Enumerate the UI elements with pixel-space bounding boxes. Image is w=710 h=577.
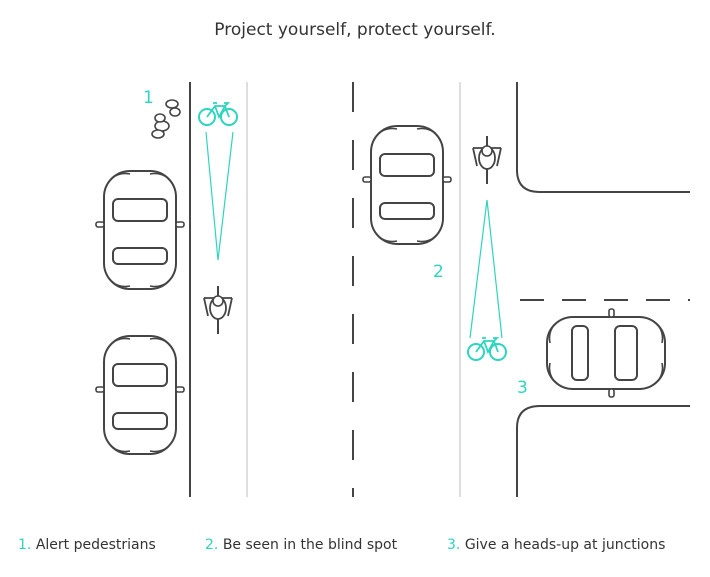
marker-1: 1 bbox=[143, 88, 154, 108]
car-icon bbox=[546, 308, 666, 398]
legend: 1. Alert pedestrians 2. Be seen in the b… bbox=[0, 537, 710, 557]
legend-number: 2. bbox=[205, 537, 219, 553]
marker-2: 2 bbox=[433, 262, 444, 282]
cyclist-icon bbox=[472, 135, 502, 185]
marker-3: 3 bbox=[517, 378, 528, 398]
legend-item: 3. Give a heads-up at junctions bbox=[447, 537, 665, 553]
legend-number: 1. bbox=[18, 537, 32, 553]
car-icon bbox=[95, 170, 185, 290]
legend-item: 2. Be seen in the blind spot bbox=[205, 537, 397, 553]
pedestrian-icon bbox=[151, 99, 181, 139]
bicycle-icon bbox=[467, 337, 507, 361]
legend-item: 1. Alert pedestrians bbox=[18, 537, 156, 553]
cyclist-icon bbox=[203, 285, 233, 335]
car-icon bbox=[95, 335, 185, 455]
bicycle-icon bbox=[198, 102, 238, 126]
legend-text: Give a heads-up at junctions bbox=[464, 537, 666, 553]
legend-text: Alert pedestrians bbox=[35, 537, 156, 553]
car-icon bbox=[362, 125, 452, 245]
legend-text: Be seen in the blind spot bbox=[222, 537, 398, 553]
legend-number: 3. bbox=[447, 537, 461, 553]
page-title: Project yourself, protect yourself. bbox=[214, 20, 496, 40]
